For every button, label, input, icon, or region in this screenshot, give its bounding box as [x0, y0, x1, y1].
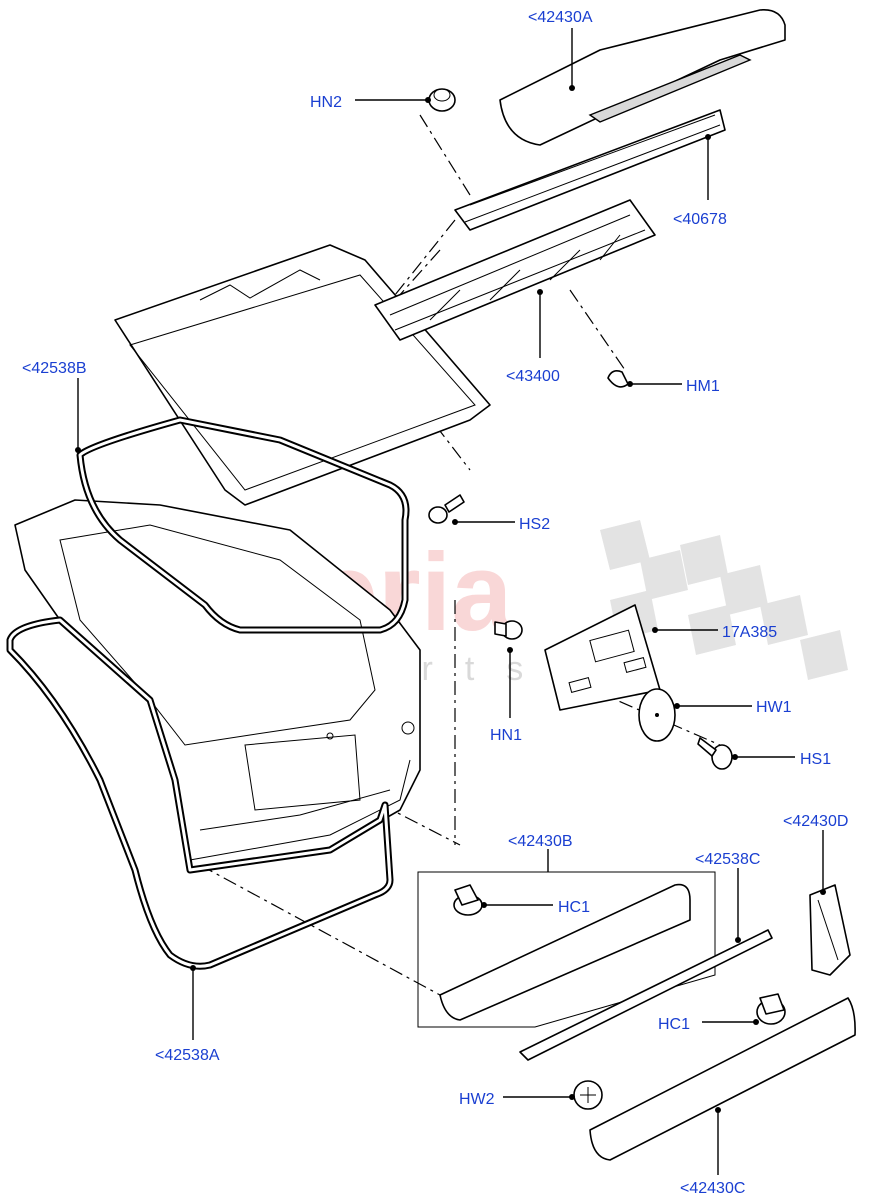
callout-hs1: HS1: [800, 751, 831, 768]
seal-42538A: [6, 616, 394, 970]
callout-hc1-lower: HC1: [658, 1016, 690, 1033]
clip-hm1: [607, 370, 629, 388]
trim-42430B: [439, 883, 691, 1021]
callout-40678: <40678: [673, 211, 727, 228]
callout-labels: <42430A HN2 <40678 <42538B <43400 HM1 HS…: [22, 9, 848, 1197]
leader-lines: [75, 28, 826, 1175]
screw-hs1: [697, 737, 733, 770]
callout-42538C: <42538C: [695, 851, 760, 868]
callout-17A385: 17A385: [722, 624, 777, 641]
clip-hc1-lower: [756, 993, 786, 1025]
bracket-40678: [454, 109, 726, 231]
nut-hn2: [428, 88, 456, 112]
clip-hc1-upper: [453, 884, 483, 916]
washer-hw1: [638, 688, 676, 742]
callout-hs2: HS2: [519, 516, 550, 533]
callout-hc1-upper: HC1: [558, 899, 590, 916]
checkered-flag-watermark: [600, 520, 848, 680]
callout-42538B: <42538B: [22, 360, 87, 377]
spoiler-42430A: [499, 8, 786, 146]
callout-42430B: <42430B: [508, 833, 573, 850]
part-42430D: [809, 884, 851, 976]
washer-hw2: [573, 1080, 603, 1110]
callout-hw1: HW1: [756, 699, 792, 716]
callout-42430A: <42430A: [528, 9, 593, 26]
callout-hn1: HN1: [490, 727, 522, 744]
callout-42430D: <42430D: [783, 813, 848, 830]
strip-42538C: [519, 929, 773, 1061]
screw-hs2: [428, 494, 465, 524]
callout-42430C: <42430C: [680, 1180, 745, 1197]
callout-hn2: HN2: [310, 94, 342, 111]
callout-hw2: HW2: [459, 1091, 495, 1108]
callout-43400: <43400: [506, 368, 560, 385]
callout-42538A: <42538A: [155, 1047, 220, 1064]
nut-hn1: [494, 620, 523, 640]
seal-42538B: [76, 416, 410, 634]
callout-hm1: HM1: [686, 378, 720, 395]
bracket-43400: [374, 199, 656, 341]
trim-42430C: [589, 997, 856, 1161]
